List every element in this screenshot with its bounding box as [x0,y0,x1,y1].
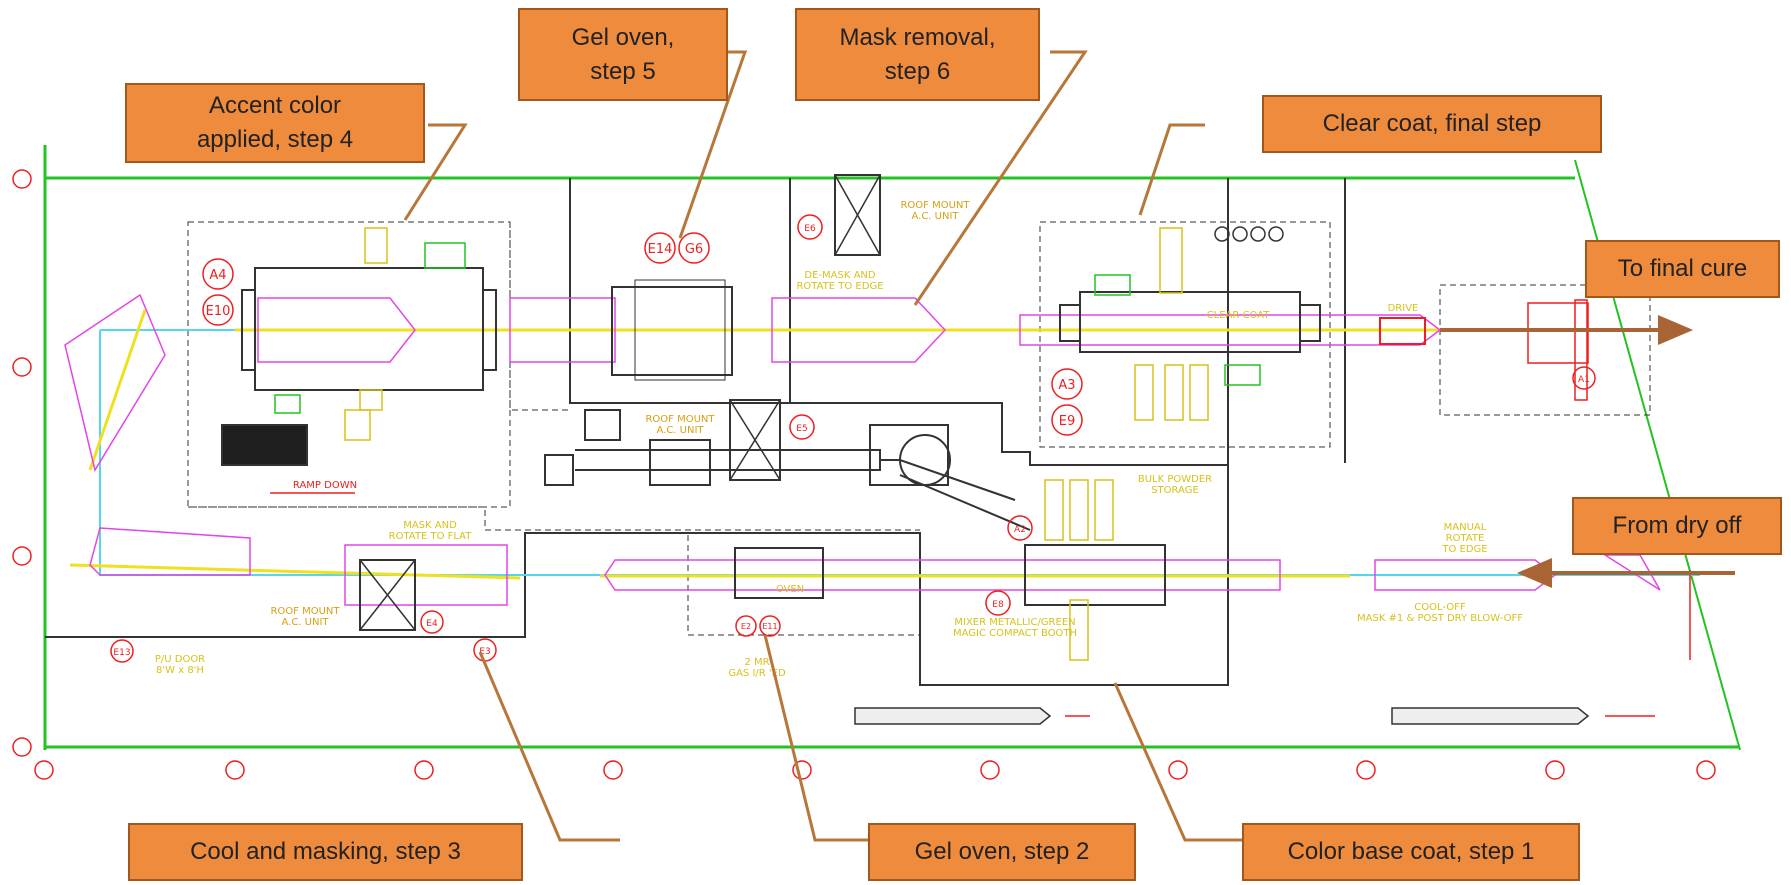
grid-bubbles [12,169,1716,780]
annotation-line: ROTATE TO EDGE [796,281,883,292]
tag-g6: G6 [685,242,703,257]
gas-tanks [854,707,1590,725]
tag-e2: E2 [741,622,751,631]
tag-e8: E8 [992,600,1004,610]
tag-e6: E6 [804,224,816,234]
callout-accent-color-step-4-text: Accent color applied, step 4 [196,92,354,153]
tag-e5: E5 [796,424,807,434]
label-ramp-down: RAMP DOWN [293,480,357,491]
tag-e11: E11 [762,622,777,631]
tag-e9: E9 [1059,414,1076,429]
callout-to-final-cure-text: To final cure [1617,255,1748,282]
label-oven-small: OVEN [776,584,804,595]
ac-units [359,174,881,631]
callout-mask-removal-step-6-text: Mask removal, step 6 [839,23,996,85]
drive-unit [1379,317,1426,345]
annotation-line: MASK #1 & POST DRY BLOW-OFF [1357,613,1523,624]
to-final-cure-arrowhead [1658,314,1694,346]
yellow-centerlines [69,309,1440,580]
annotation-line: TO EDGE [1441,544,1487,555]
annotation-line: MAGIC COMPACT BOOTH [953,628,1077,639]
callout-to-final-cure: To final cure [1585,240,1780,298]
final-cure-entrance [1527,299,1691,660]
annotation-line: 8'W x 8'H [156,665,204,676]
annotation-line: GAS I/R 'ED [728,668,786,679]
callout-clear-coat-final-step-text: Clear coat, final step [1322,110,1542,137]
label-drive: DRIVE [1388,303,1419,314]
tag-e4: E4 [426,619,438,629]
spray-equipment [344,227,1209,661]
ducting [575,434,1031,531]
callout-cool-and-masking-step-3-text: Cool and masking, step 3 [190,838,461,865]
small-red-arrows [270,492,1655,717]
annotation-line: A.C. UNIT [281,617,329,628]
callout-clear-coat-final-step: Clear coat, final step [1262,95,1602,153]
callout-gel-oven-step-5-text: Gel oven, step 5 [571,23,675,85]
callout-gel-oven-step-5: Gel oven, step 5 [518,8,728,101]
tag-e14: E14 [648,242,673,257]
callout-from-dry-off-text: From dry off [1612,512,1742,539]
tag-e13: E13 [113,648,130,658]
annotation-line: ROTATE [1446,533,1485,544]
tag-e3: E3 [479,647,490,657]
annotation-line: STORAGE [1151,485,1199,496]
equipment-tag-labels: A4 E10 E14 G6 A3 E9 E8 E5 E4 E13 E3 E2 E… [113,224,1590,658]
callout-from-dry-off: From dry off [1572,497,1782,555]
tag-a2: A2 [1014,525,1026,535]
round-vents [1214,226,1284,242]
callout-leaders [403,50,1245,842]
annotation-line: A.C. UNIT [656,425,704,436]
callout-accent-color-step-4: Accent color applied, step 4 [125,83,425,163]
callout-mask-removal-step-6: Mask removal, step 6 [795,8,1040,101]
flow-arrows [1440,314,1735,589]
green-items [274,242,1261,414]
tag-a1: A1 [1578,375,1590,385]
part-outlines [64,293,1661,606]
annotation-line: A.C. UNIT [911,211,959,222]
callout-cool-and-masking-step-3: Cool and masking, step 3 [128,823,523,881]
callout-gel-oven-step-2: Gel oven, step 2 [868,823,1136,881]
label-demask-line: DE-MASK AND [804,270,876,281]
tag-a4: A4 [209,268,226,283]
callout-gel-oven-step-2-text: Gel oven, step 2 [914,838,1090,865]
annotation-line: ROTATE TO FLAT [389,531,473,542]
callout-color-base-coat-step-1: Color base coat, step 1 [1242,823,1580,881]
equipment-blocks [221,174,1321,631]
tag-e10: E10 [206,304,231,319]
equipment-tags [110,214,1596,663]
tag-a3: A3 [1058,378,1075,393]
label-clear-coat: CLEAR COAT [1207,310,1271,321]
callout-color-base-coat-step-1-text: Color base coat, step 1 [1287,838,1535,865]
dashed-enclosures [187,221,1651,636]
from-dry-off-arrowhead [1516,557,1552,589]
